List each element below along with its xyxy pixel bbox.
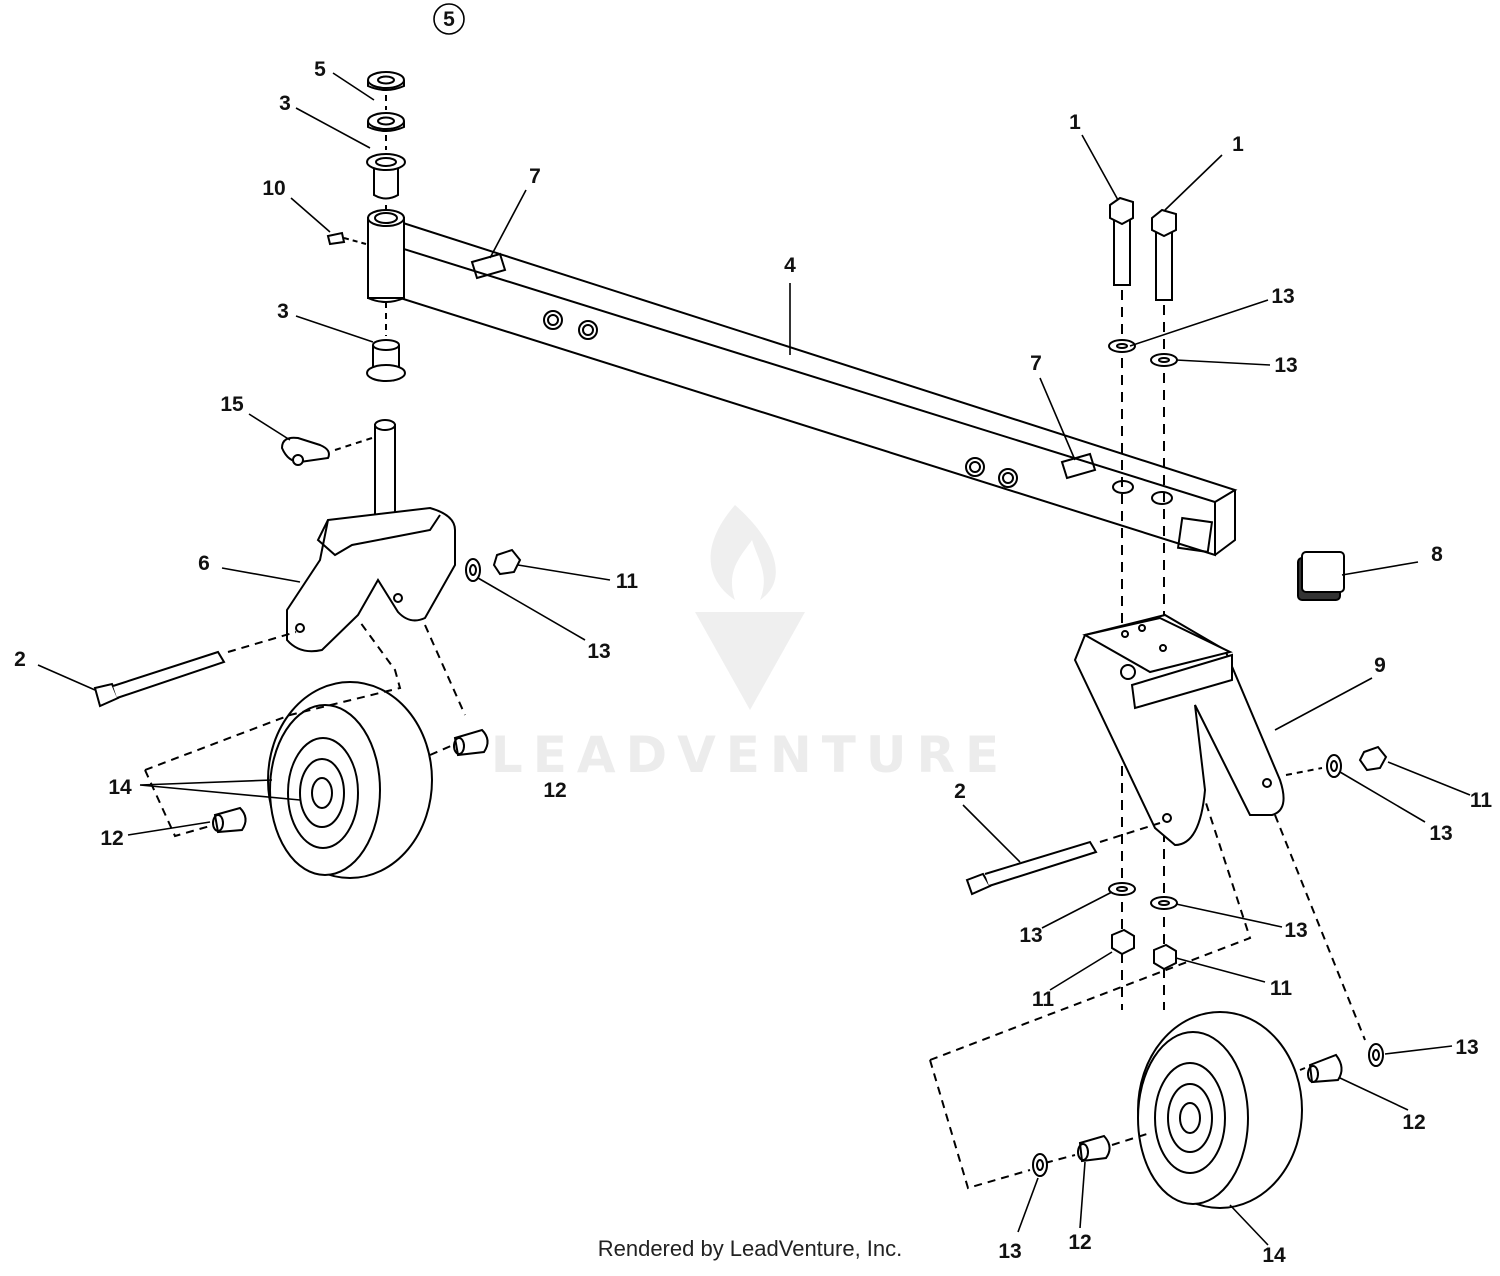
callout-7-left: 7 bbox=[529, 165, 541, 188]
left-spacer-12a bbox=[453, 728, 489, 757]
right-wheel-14 bbox=[1137, 1011, 1303, 1209]
callout-2-right: 2 bbox=[954, 780, 966, 803]
callout-3-low: 3 bbox=[277, 300, 289, 323]
callout-9: 9 bbox=[1374, 654, 1386, 677]
grease-fitting bbox=[326, 231, 367, 246]
callout-11-right-1: 11 bbox=[1470, 789, 1493, 812]
callout-12-left-b: 12 bbox=[100, 827, 123, 850]
callout-12-left-a: 12 bbox=[543, 779, 566, 802]
callout-11-left: 11 bbox=[616, 570, 639, 593]
left-washer-13 bbox=[465, 558, 481, 582]
callout-5: 5 bbox=[314, 58, 326, 81]
left-nut-11 bbox=[492, 548, 522, 576]
bushing-3-bottom bbox=[366, 339, 406, 382]
callout-10: 10 bbox=[262, 177, 285, 200]
callout-13-top-b: 13 bbox=[1274, 354, 1297, 377]
callout-6: 6 bbox=[198, 552, 210, 575]
left-spacer-12b bbox=[212, 806, 247, 834]
hairpin-clip bbox=[280, 436, 373, 466]
right-washer-13-far bbox=[1368, 1043, 1384, 1067]
right-washer-13-top-b bbox=[1150, 353, 1178, 367]
right-bolt-2 bbox=[965, 822, 1161, 896]
right-bolt-1b bbox=[1151, 208, 1177, 301]
callout-14-right: 14 bbox=[1262, 1244, 1286, 1267]
leadventure-watermark: LEADVENTURE bbox=[491, 505, 1009, 784]
right-washer-13-top-a bbox=[1108, 339, 1136, 353]
right-nut-11-bottom-a bbox=[1111, 928, 1135, 956]
end-plug-8 bbox=[1297, 551, 1345, 601]
callout-15: 15 bbox=[220, 393, 244, 416]
right-nut-11-bottom-b bbox=[1153, 943, 1177, 971]
callout-3-top: 3 bbox=[279, 92, 291, 115]
callout-labels: 5 5 3 10 7 4 3 15 6 11 13 2 14 12 12 1 1… bbox=[14, 8, 1492, 1267]
render-credit: Rendered by LeadVenture, Inc. bbox=[597, 1236, 903, 1261]
right-caster-fork bbox=[1073, 613, 1285, 847]
callout-13-right-5: 13 bbox=[998, 1240, 1021, 1263]
right-bolt-1a bbox=[1109, 196, 1134, 286]
left-bolt-2 bbox=[93, 631, 297, 708]
callout-13-right-1: 13 bbox=[1429, 822, 1452, 845]
callout-1-a: 1 bbox=[1069, 111, 1081, 134]
right-washer-13-bottom-a bbox=[1108, 882, 1136, 896]
callout-1-b: 1 bbox=[1232, 133, 1244, 156]
right-washer-13-near bbox=[1032, 1153, 1048, 1177]
right-nut-11-side bbox=[1358, 745, 1388, 772]
callout-11-right-2: 11 bbox=[1032, 988, 1055, 1011]
callout-11-right-3: 11 bbox=[1270, 977, 1293, 1000]
callout-7-right: 7 bbox=[1030, 352, 1042, 375]
right-washer-13-bottom-b bbox=[1150, 896, 1178, 910]
left-wheel-14 bbox=[267, 681, 433, 879]
right-spacer-12a bbox=[1307, 1053, 1343, 1084]
callout-13-right-4: 13 bbox=[1455, 1036, 1478, 1059]
washer-5b bbox=[367, 112, 405, 132]
callout-4: 4 bbox=[784, 254, 796, 277]
pivot-sleeve bbox=[367, 209, 405, 303]
left-caster-fork bbox=[286, 419, 456, 653]
leader-lines bbox=[37, 3, 1471, 1246]
callout-5-circled: 5 bbox=[443, 8, 455, 31]
svg-text:LEADVENTURE: LEADVENTURE bbox=[491, 726, 1009, 784]
callout-12-right-2: 12 bbox=[1068, 1231, 1091, 1254]
right-washer-13-side bbox=[1326, 754, 1342, 778]
callout-8: 8 bbox=[1431, 543, 1443, 566]
callout-12-right-1: 12 bbox=[1402, 1111, 1425, 1134]
axle-tube bbox=[374, 220, 1238, 557]
callout-2-left: 2 bbox=[14, 648, 26, 671]
callout-14-left: 14 bbox=[108, 776, 132, 799]
callout-13-top-a: 13 bbox=[1271, 285, 1294, 308]
circled-callout-ring bbox=[433, 3, 465, 35]
bushing-3-top bbox=[366, 153, 406, 200]
washer-5a bbox=[367, 71, 405, 91]
right-spacer-12b bbox=[1077, 1134, 1111, 1163]
callout-13-left: 13 bbox=[587, 640, 610, 663]
callout-13-right-3: 13 bbox=[1284, 919, 1307, 942]
callout-13-right-2: 13 bbox=[1019, 924, 1042, 947]
